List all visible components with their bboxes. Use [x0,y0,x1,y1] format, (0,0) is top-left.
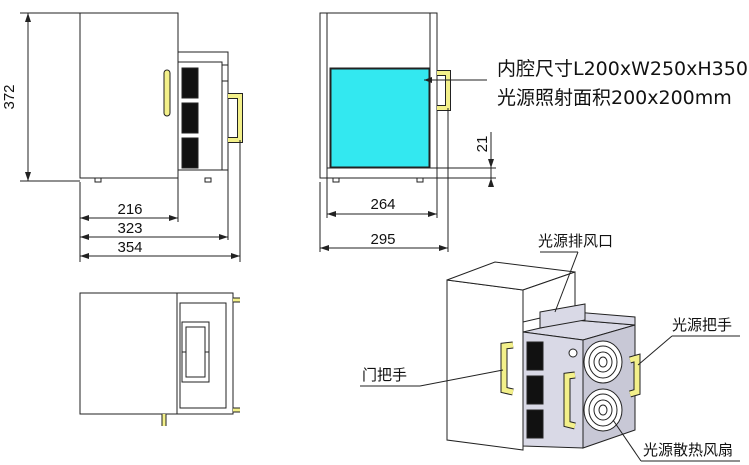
spec-chamber-size: 内腔尺寸L200xW250xH350mm [497,58,749,80]
top-view [79,292,240,426]
dim-width-total: 295 [370,231,395,248]
side-view [20,12,243,262]
cooling-fan-bottom [583,388,623,432]
irradiation-window [330,68,430,168]
callout-cooling-fan: 光源散热风扇 [643,441,733,459]
spec-irradiation-area: 光源照射面积200x200mm [497,87,732,109]
isometric-view [360,251,740,462]
dim-window-offset: 21 [474,136,491,153]
source-handle-front [437,70,451,111]
dimension-arrows [25,13,494,259]
source-handle-side [228,93,243,143]
dim-depth-total: 354 [117,239,142,256]
top-view-handles [161,297,240,426]
dim-depth-source: 323 [117,220,142,237]
door-handle-iso [500,341,514,396]
dim-height: 372 [1,84,18,109]
callout-exhaust: 光源排风口 [538,232,613,250]
dim-depth-body: 216 [117,201,142,218]
source-handle-iso [563,353,641,430]
callout-door-handle: 门把手 [362,366,407,384]
dim-width-inner: 264 [370,196,395,213]
door-handle-side [163,69,171,117]
cooling-fan-top [583,340,623,384]
callout-source-handle: 光源把手 [672,316,732,334]
front-view [319,12,496,252]
